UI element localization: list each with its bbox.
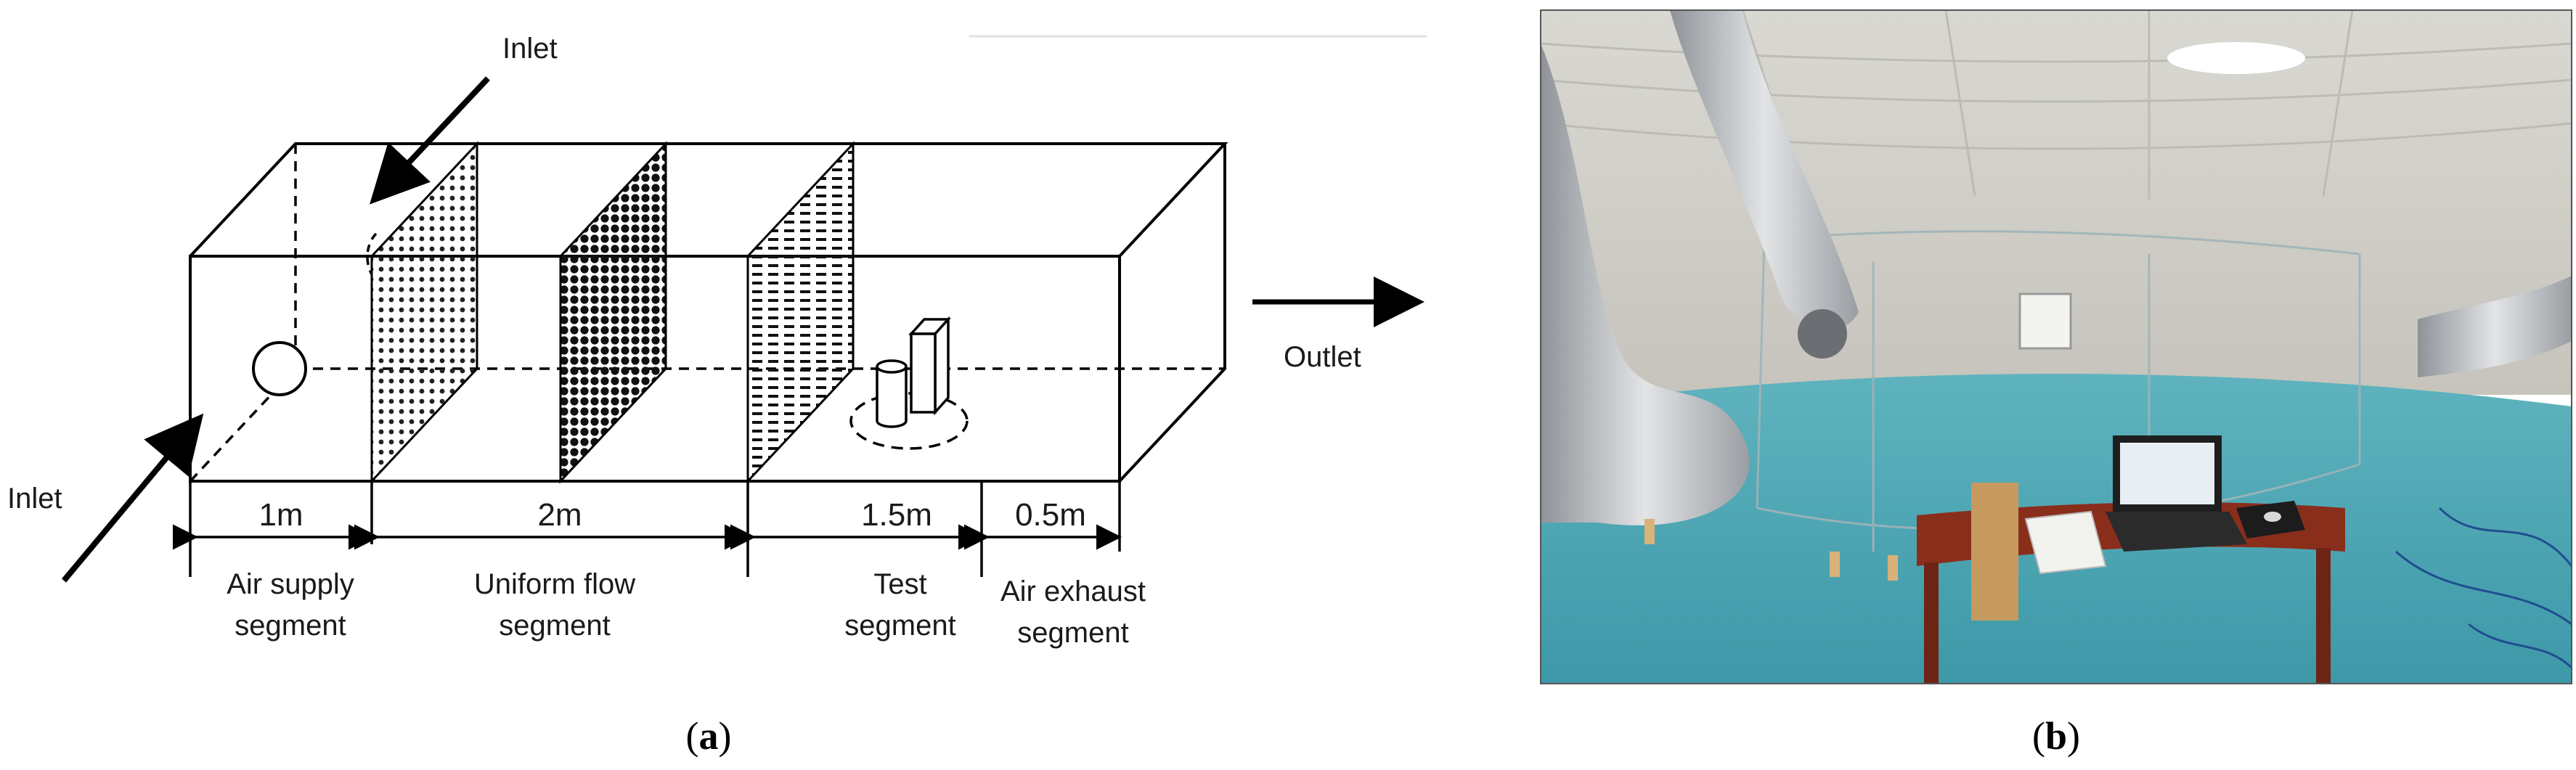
wall-panel bbox=[2018, 292, 2072, 350]
segment-3-line1: Test bbox=[873, 568, 926, 600]
panel-b-photo: (b) bbox=[1540, 9, 2572, 758]
laptop-display bbox=[2120, 443, 2214, 504]
ceiling-light bbox=[2167, 42, 2305, 74]
wood-block-2 bbox=[1830, 552, 1840, 577]
inlet-top-arrow bbox=[370, 76, 490, 205]
floor-cables bbox=[2395, 507, 2572, 669]
wood-block-1 bbox=[1644, 519, 1655, 544]
caption-b: (b) bbox=[2032, 714, 2080, 758]
segment-4-line1: Air exhaust bbox=[1000, 576, 1146, 607]
segment-2-line1: Uniform flow bbox=[474, 568, 635, 600]
inlet-left-arrow bbox=[61, 413, 204, 583]
caption-a: (a) bbox=[686, 714, 732, 758]
duct-top-face bbox=[189, 142, 1228, 258]
segment-3-line2: segment bbox=[844, 610, 955, 642]
panel-a-diagram: Inlet Inlet Outlet 1m 2m 1.5m 0.5m Air s… bbox=[7, 33, 1427, 758]
segment-1-line1: Air supply bbox=[227, 568, 354, 600]
test-objects bbox=[849, 316, 969, 450]
duct-left bbox=[1541, 44, 1750, 525]
mouse bbox=[2264, 512, 2281, 522]
top-inlet-opening bbox=[366, 232, 378, 275]
laptop-base bbox=[2106, 512, 2247, 552]
desk-leg-left bbox=[1924, 562, 1939, 684]
dim-label-3: 1.5m bbox=[861, 497, 932, 533]
desk-leg-right bbox=[2316, 548, 2331, 684]
inlet-opening bbox=[252, 341, 307, 396]
papers bbox=[2024, 510, 2107, 575]
duct-right-face bbox=[1118, 144, 1226, 483]
segment-4-line2: segment bbox=[1017, 617, 1128, 649]
photo-border bbox=[1540, 9, 2572, 684]
duct-left-mouth bbox=[1798, 309, 1847, 359]
segment-1-line2: segment bbox=[235, 610, 346, 642]
cardboard-box bbox=[1971, 483, 2018, 620]
dimension-lines bbox=[173, 481, 1122, 577]
wood-block-3 bbox=[1888, 555, 1898, 581]
duct-right bbox=[2418, 276, 2572, 377]
dim-label-4: 0.5m bbox=[1015, 497, 1086, 533]
segment-2-line2: segment bbox=[499, 610, 610, 642]
perforated-plate-2 bbox=[559, 141, 667, 484]
duct-left-upper bbox=[1670, 10, 1859, 329]
perforated-plate-1 bbox=[370, 141, 478, 484]
dim-label-2: 2m bbox=[537, 497, 582, 533]
grille-plate bbox=[746, 141, 855, 484]
inlet-top-label: Inlet bbox=[502, 33, 558, 65]
inlet-left-label: Inlet bbox=[7, 483, 62, 515]
dim-label-1: 1m bbox=[258, 497, 303, 533]
outlet-label: Outlet bbox=[1284, 341, 1361, 373]
